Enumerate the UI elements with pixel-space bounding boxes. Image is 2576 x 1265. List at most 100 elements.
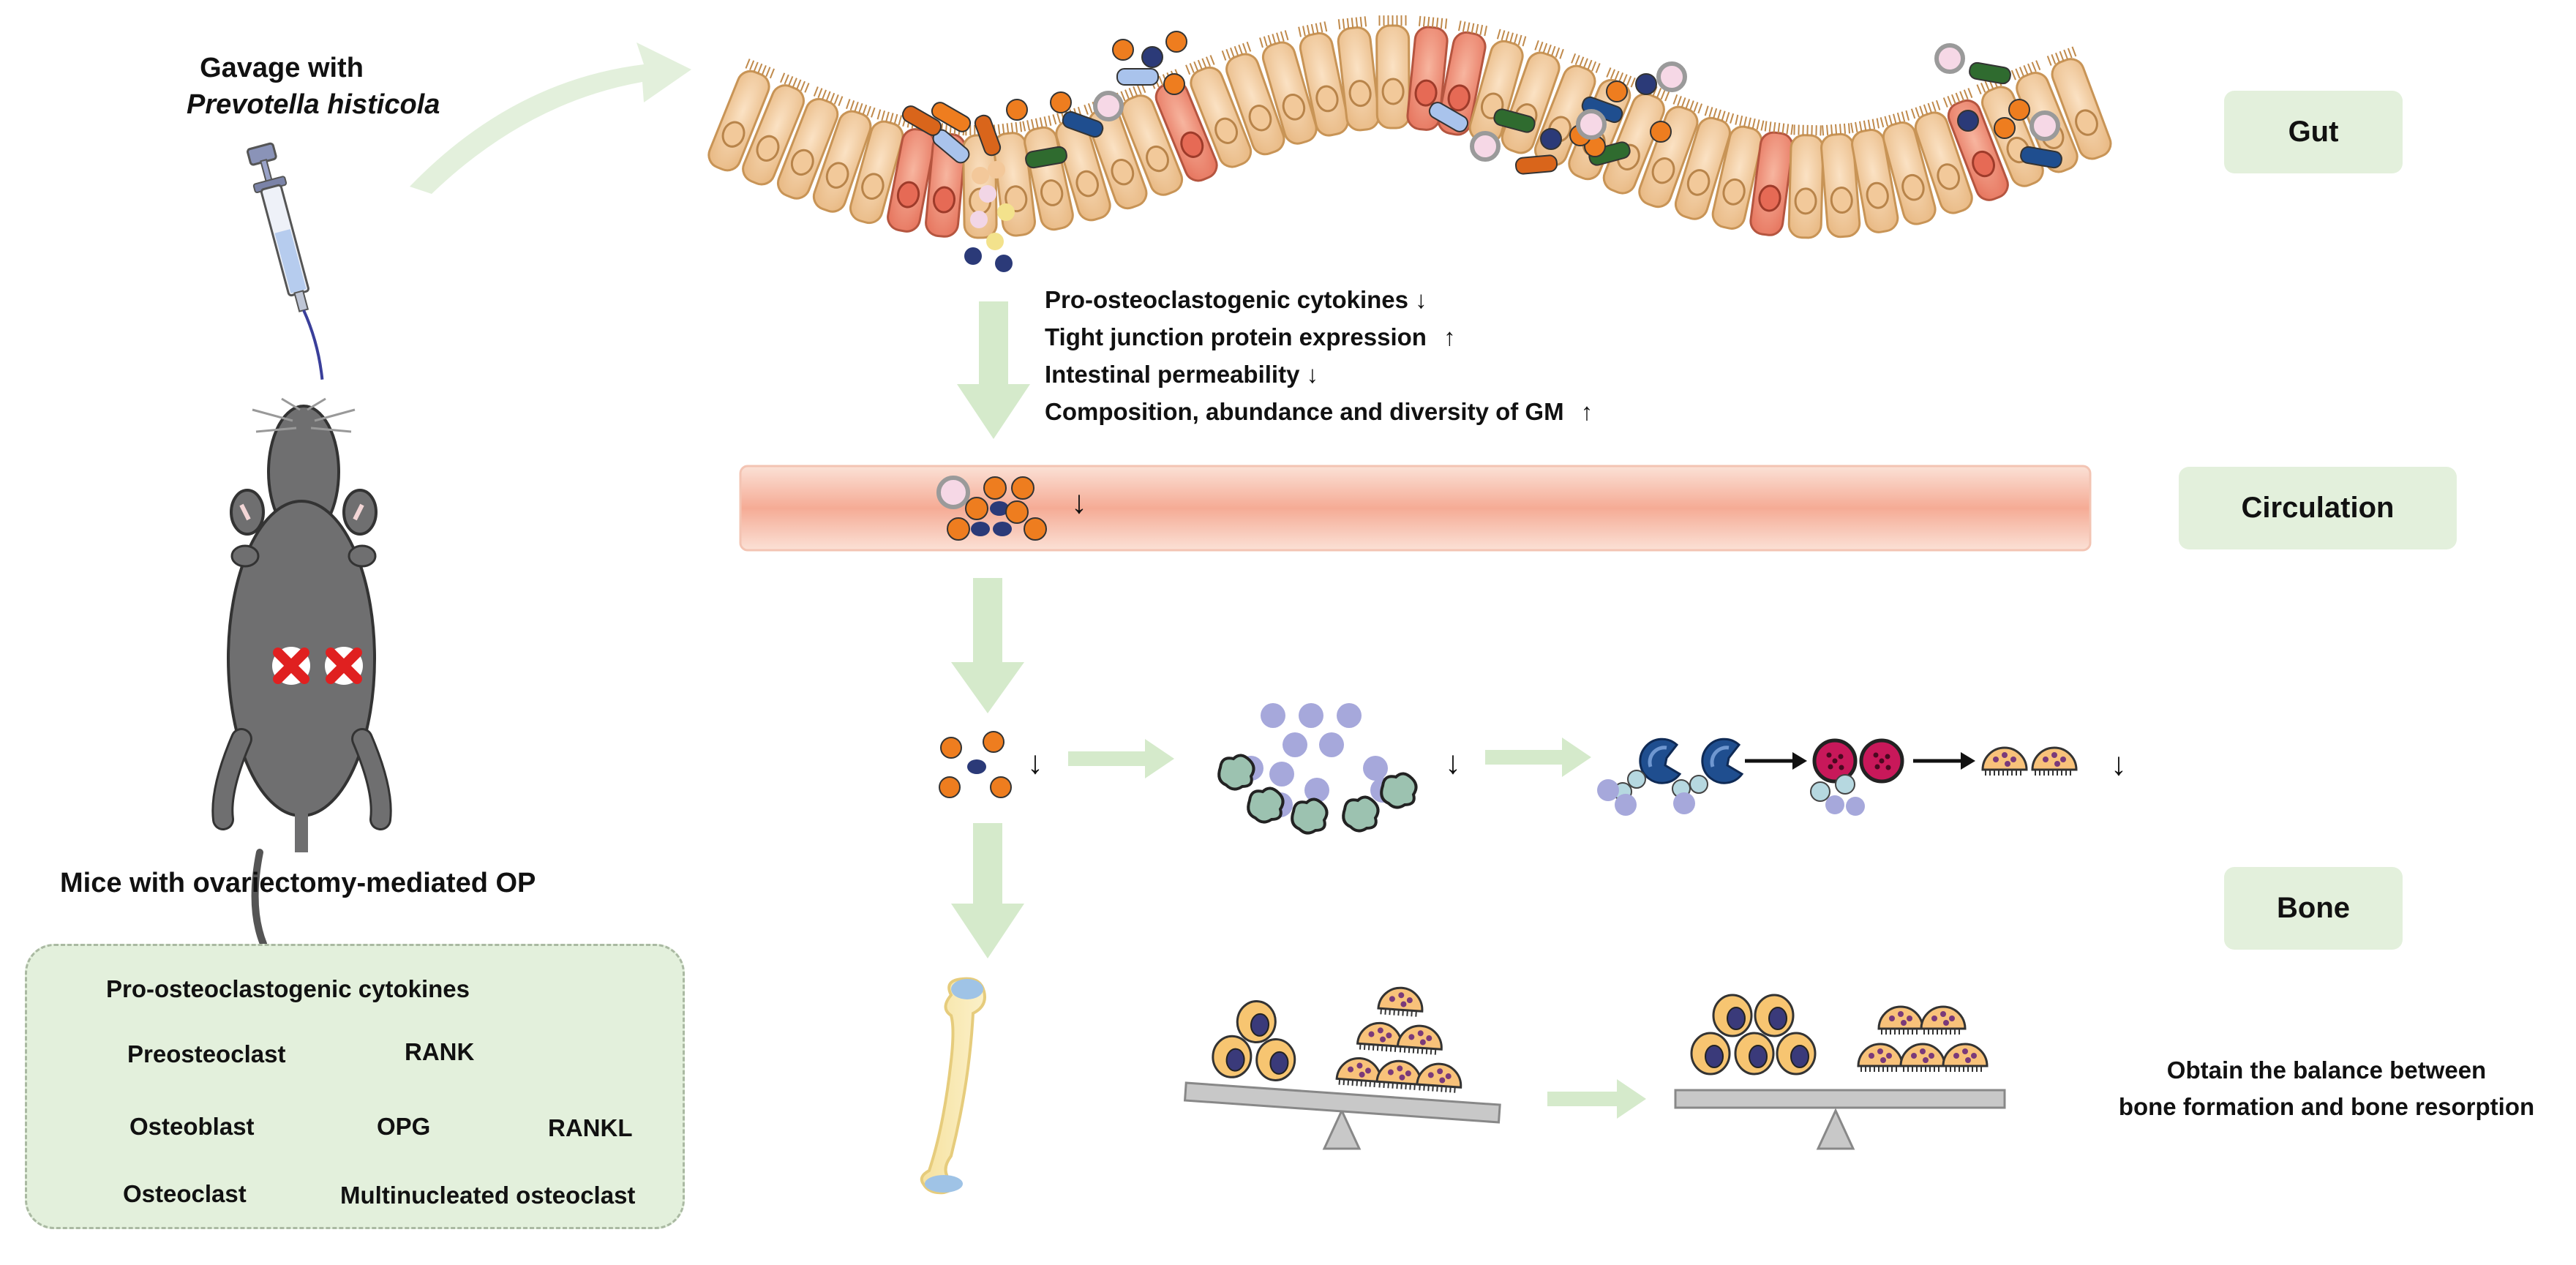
opg-molecule: [1291, 797, 1329, 835]
rankl-molecule: [1673, 792, 1695, 814]
rankl-molecule: [1319, 732, 1344, 757]
section-circulation-label: Circulation: [2241, 492, 2395, 524]
legend-cytokines-label: Pro-osteoclastogenic cytokines: [106, 975, 470, 1002]
receptor-molecule: [1825, 795, 1844, 814]
epithelial-cell: [849, 109, 906, 225]
unbalanced-seesaw: [1183, 986, 1501, 1150]
microbe-dot: [1606, 80, 1628, 102]
bacterium-rod: [1588, 141, 1631, 166]
osteoclast-cell: [1356, 1021, 1402, 1052]
section-bone-label: Bone: [2277, 892, 2350, 924]
epithelial-cell: [1880, 110, 1937, 225]
epithelial-cell: [1674, 105, 1735, 220]
epithelial-cell: [1910, 100, 1973, 214]
rankl-molecule: [1337, 703, 1362, 728]
opg-molecule: [1342, 795, 1380, 833]
epithelial-cell: [707, 59, 776, 172]
epithelial-cell: [1298, 21, 1349, 137]
rankl-molecule: [1597, 779, 1619, 801]
leaking-molecule: [970, 211, 988, 228]
cytokine-pink: [1093, 91, 1124, 121]
section-gut: Gut: [2224, 91, 2403, 173]
rankl-molecule: [1299, 703, 1323, 728]
effect-tight-junction: Tight junction protein expression ↑: [1045, 323, 1456, 350]
leaking-molecule: [964, 247, 982, 265]
epithelial-cell: [1406, 15, 1449, 131]
microbe-dot: [1994, 117, 2016, 139]
bacterium-rod: [1493, 108, 1536, 133]
rankl-molecule: [1283, 732, 1307, 757]
black-arrowhead: [1961, 752, 1975, 770]
microbe-dot: [1540, 128, 1562, 150]
section-circulation: Circulation: [2179, 467, 2457, 549]
legend-preosteoclast-label: Preosteoclast: [127, 1040, 286, 1067]
multinucleated-osteoclast-cell: [1859, 738, 1904, 784]
preosteoclast-cell: [1701, 737, 1744, 784]
microbe-dot: [1957, 110, 1979, 132]
epithelial-cell: [776, 86, 844, 200]
osteoclast-cell: [1857, 1043, 1904, 1072]
epithelial-cell: [1850, 118, 1899, 233]
cytokine-pink: [1656, 61, 1687, 92]
syringe-icon: [247, 142, 324, 380]
cytokine-pink: [2029, 110, 2060, 141]
epithelial-cell: [1749, 121, 1794, 236]
bacterium-rod: [931, 102, 972, 132]
ovariectomy-cross-right-icon: [325, 647, 363, 685]
epithelial-cell: [1787, 124, 1825, 239]
ovariectomy-cross-left-icon: [272, 647, 310, 685]
preosteoclast-cell: [1639, 737, 1682, 784]
circulation-cytokine-cluster: [936, 476, 1047, 541]
cytokine-pink: [1470, 131, 1501, 162]
leaking-molecule: [986, 233, 1004, 250]
rank-receptor: [1689, 775, 1708, 794]
bacterium-rod: [1514, 154, 1558, 175]
gut-microbes: [901, 31, 2062, 272]
leaking-molecule: [988, 161, 1005, 179]
legend-osteoclast-label: Osteoclast: [123, 1180, 247, 1207]
gavage-line-1: Gavage with: [200, 53, 364, 83]
epithelial-cell: [812, 99, 876, 213]
leaking-molecule: [972, 167, 989, 184]
microbe-dot: [1650, 121, 1672, 143]
microbe-dot: [1050, 91, 1072, 113]
osteoclast-cell: [1920, 1005, 1967, 1035]
epithelial-cell: [1185, 55, 1253, 168]
microbe-dot: [1165, 31, 1187, 53]
microbe-dot: [1163, 73, 1185, 95]
multinucleated-osteoclast-cell: [1812, 738, 1858, 784]
opg-molecule: [1217, 754, 1255, 791]
bacterium-name: Prevotella histicola: [187, 89, 440, 120]
cytokine-pink: [1576, 109, 1607, 140]
osteoclast-cell: [1335, 1056, 1382, 1088]
rank-receptor: [1627, 770, 1646, 789]
osteoclast-cell: [1877, 1005, 1924, 1035]
legend-multinucleated-label: Multinucleated osteoclast: [340, 1182, 636, 1209]
legend-opg-label: OPG: [377, 1113, 431, 1140]
epithelial-cell: [1711, 114, 1765, 230]
epithelial-cell: [1820, 123, 1861, 239]
rankl-decrease-arrow: ↓: [1445, 745, 1461, 781]
osteoblast-cell: [1236, 1000, 1277, 1044]
osteoblast-cell: [1255, 1038, 1296, 1081]
osteoclastogenesis-sequence: [1597, 737, 2078, 816]
osteoblast-cell: [1212, 1035, 1253, 1078]
flow-arrow-cytokines-to-rankl: [1068, 739, 1174, 778]
bone-cytokine-cluster: [939, 731, 1012, 798]
rankl-molecule: [1269, 762, 1294, 787]
bacterium-rod: [901, 105, 942, 136]
epithelial-cell: [1337, 16, 1381, 132]
osteoblast-cell: [1776, 1032, 1817, 1076]
epithelial-cell: [742, 72, 810, 186]
legend-rankl-label: RANKL: [548, 1114, 633, 1141]
legend-osteoblast-label: Osteoblast: [129, 1113, 255, 1140]
balance-caption-line-1: Obtain the balance between: [2166, 1056, 2487, 1084]
gavage-label: Gavage with Prevotella histicola: [187, 50, 440, 123]
bacterium-rod: [974, 114, 1002, 157]
opg-molecule: [1247, 787, 1285, 824]
epithelial-cell: [1221, 41, 1285, 156]
osteoblast-cell: [1690, 1032, 1731, 1076]
gut-effects-list: Pro-osteoclastogenic cytokines ↓ Tight j…: [1045, 281, 1593, 430]
osteoblast-cell: [1754, 994, 1795, 1037]
osteoclast-cell: [1942, 1043, 1989, 1072]
